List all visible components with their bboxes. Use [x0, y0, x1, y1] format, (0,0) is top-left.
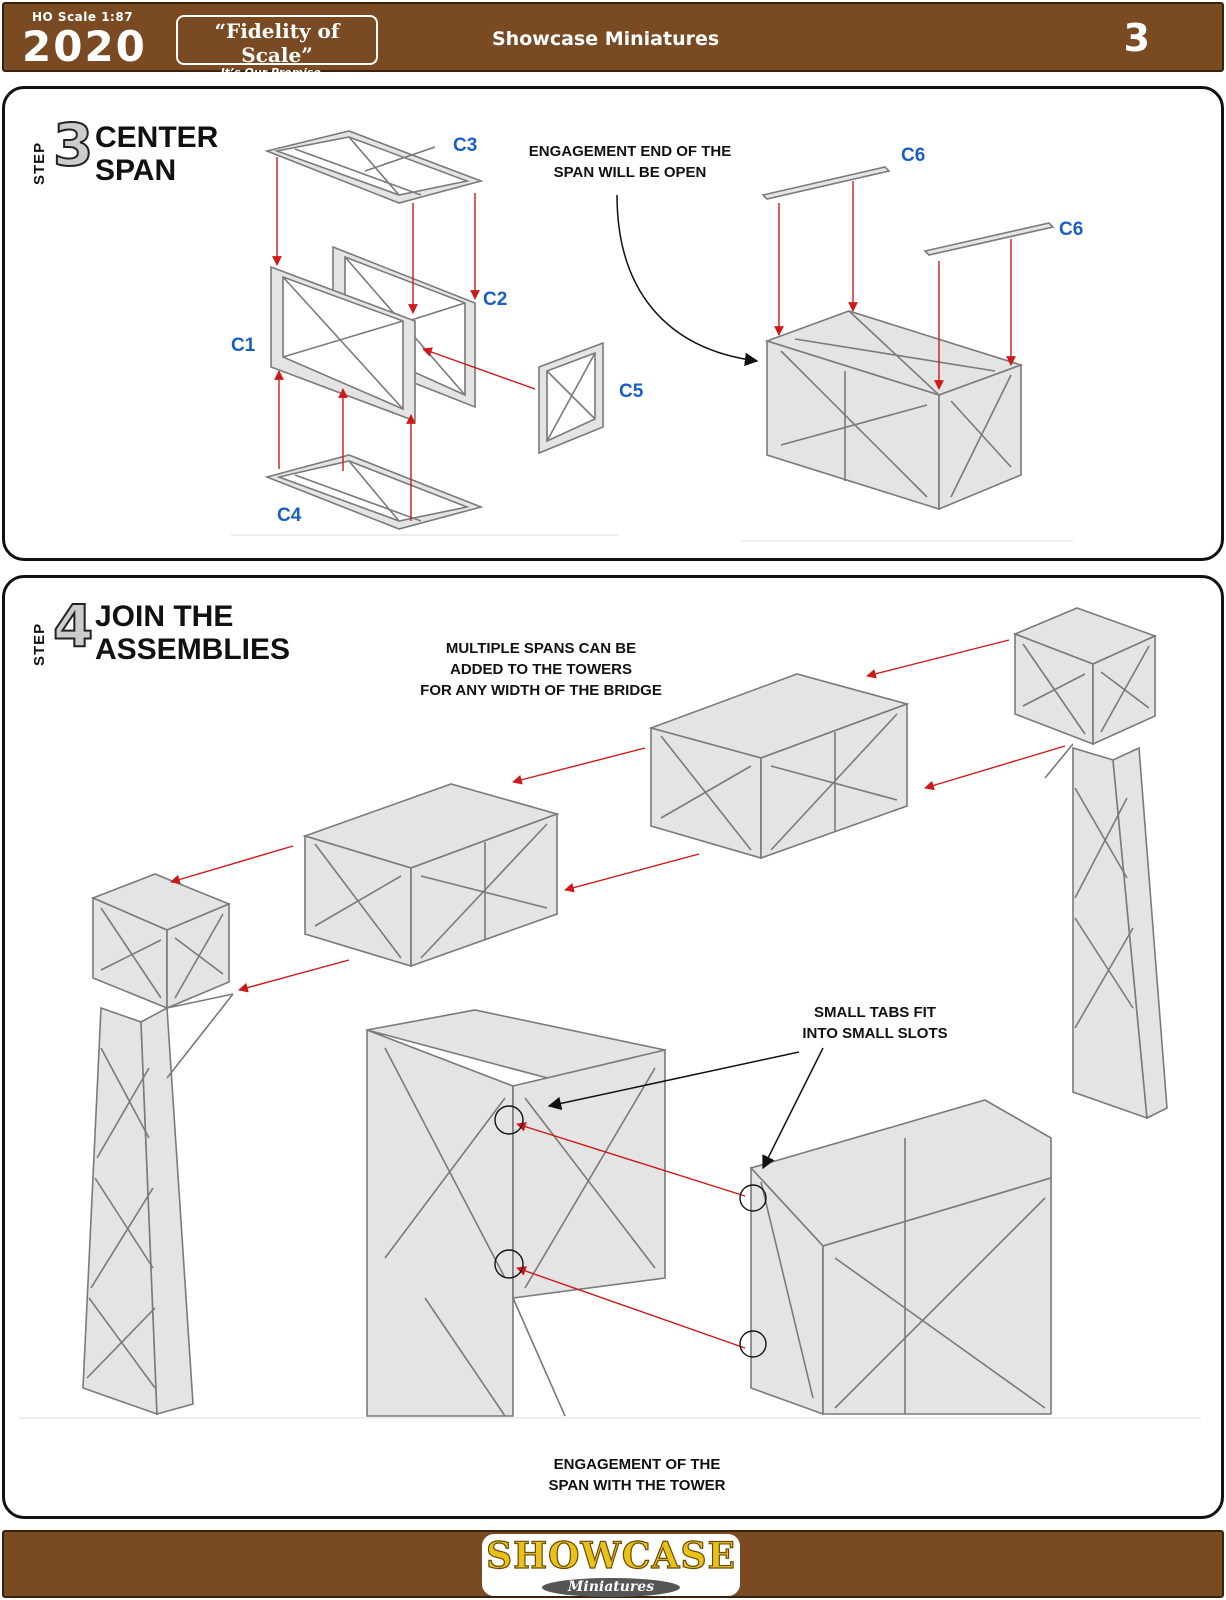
fidelity-subtitle: It’s Our Promise...	[220, 66, 334, 79]
step3-note-line2: SPAN WILL BE OPEN	[553, 164, 707, 181]
part-label-c5: C5	[619, 381, 644, 402]
logo-sub-text: Miniatures	[541, 1578, 681, 1597]
year-label: 2020	[22, 22, 147, 71]
detail-tower-closeup	[366, 1009, 666, 1417]
step3-title: CENTER SPAN	[95, 121, 218, 187]
part-c6-strip-1	[761, 166, 891, 200]
step4-tabs-line1: SMALL TABS FIT	[814, 1004, 936, 1021]
scale-label: HO Scale 1:87	[32, 10, 134, 24]
part-label-c6-1: C6	[901, 145, 926, 166]
page-number: 3	[1123, 16, 1150, 60]
detail-span-closeup	[749, 1099, 1052, 1416]
assemblies-join-diagram	[19, 607, 1201, 1419]
step3-note-line1: ENGAGEMENT END OF THE	[528, 143, 732, 160]
span-right	[648, 673, 910, 860]
step4-tabs-line2: INTO SMALL SLOTS	[802, 1025, 948, 1042]
part-c6-strip-2	[923, 222, 1055, 256]
logo-main-text: SHOWCASE	[485, 1535, 736, 1577]
part-label-c6-2: C6	[1059, 219, 1084, 240]
step3-panel: STEP 3 CENTER SPAN	[2, 86, 1224, 561]
step4-multi-line2: ADDED TO THE TOWERS	[450, 661, 632, 678]
step4-engage-line1: ENGAGEMENT OF THE	[553, 1456, 721, 1473]
step4-multi-line3: FOR ANY WIDTH OF THE BRIDGE	[420, 682, 662, 699]
step4-multi-line1: MULTIPLE SPANS CAN BE	[445, 640, 637, 657]
part-label-c2: C2	[483, 289, 508, 310]
brand-name: Showcase Miniatures	[492, 28, 720, 50]
part-label-c3: C3	[453, 135, 478, 156]
step4-tabs-note: SMALL TABS FIT INTO SMALL SLOTS	[775, 1002, 975, 1044]
span-left	[302, 783, 560, 968]
step4-title-line1: JOIN THE	[95, 600, 234, 633]
part-label-c1: C1	[231, 335, 256, 356]
page-header: HO Scale 1:87 2020 “Fidelity of Scale” I…	[2, 2, 1224, 79]
step3-title-line1: CENTER	[95, 121, 219, 154]
step4-engage-line2: SPAN WITH THE TOWER	[548, 1477, 726, 1494]
step4-multi-span-note: MULTIPLE SPANS CAN BE ADDED TO THE TOWER…	[381, 638, 701, 701]
center-span-exploded-diagram	[231, 130, 1073, 542]
step4-title-line2: ASSEMBLIES	[95, 633, 291, 666]
left-tower	[82, 873, 234, 1416]
step3-open-end-note: ENGAGEMENT END OF THE SPAN WILL BE OPEN	[505, 141, 755, 183]
step4-title: JOIN THE ASSEMBLIES	[95, 600, 290, 666]
step4-number: 4	[52, 591, 94, 661]
page-footer: SHOWCASE Miniatures	[2, 1530, 1224, 1598]
showcase-logo: SHOWCASE Miniatures	[482, 1534, 740, 1597]
fidelity-title: “Fidelity of Scale”	[214, 19, 340, 67]
step3-number: 3	[52, 110, 94, 180]
part-label-c4: C4	[277, 505, 302, 526]
step4-panel: STEP 4 JOIN THE ASSEMBLIES	[2, 575, 1224, 1519]
step4-engagement-note: ENGAGEMENT OF THE SPAN WITH THE TOWER	[517, 1454, 757, 1496]
step3-title-line2: SPAN	[95, 154, 177, 187]
assembled-center-span	[764, 310, 1024, 511]
right-tower	[1012, 607, 1168, 1120]
fidelity-badge: “Fidelity of Scale” It’s Our Promise...	[176, 15, 378, 79]
